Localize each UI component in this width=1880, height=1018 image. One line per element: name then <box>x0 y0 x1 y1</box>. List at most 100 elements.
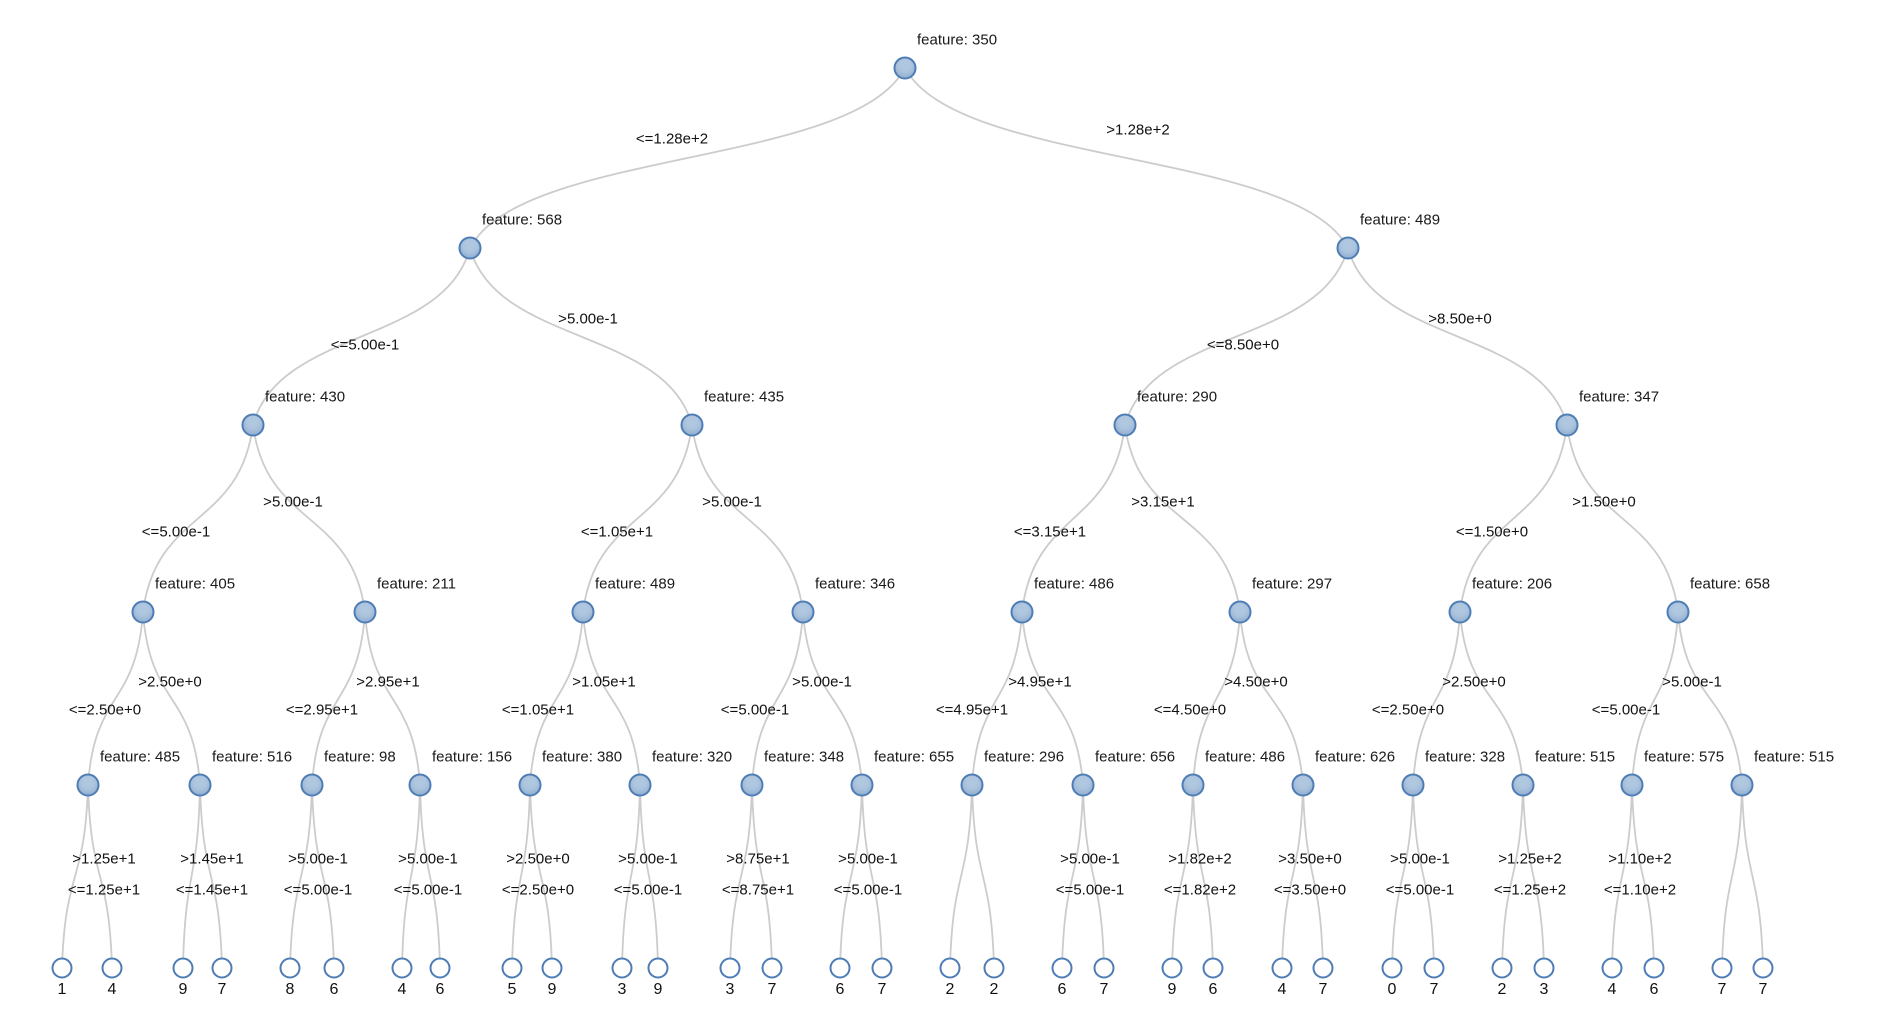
tree-leaf-17[interactable] <box>983 957 1005 979</box>
tree-node-l4-13[interactable] <box>1511 773 1535 797</box>
tree-leaf-6[interactable] <box>391 957 413 979</box>
tree-leaf-25[interactable] <box>1423 957 1445 979</box>
tree-node-l3-2[interactable] <box>571 600 595 624</box>
tree-node-l3-7[interactable] <box>1666 600 1690 624</box>
tree-node-l4-7[interactable] <box>850 773 874 797</box>
tree-leaf-7[interactable] <box>429 957 451 979</box>
tree-node-l4-11[interactable] <box>1291 773 1315 797</box>
tree-leaf-1[interactable] <box>101 957 123 979</box>
tree-node-l2-3[interactable] <box>1555 413 1579 437</box>
tree-node-l4-4[interactable] <box>518 773 542 797</box>
tree-leaf-22[interactable] <box>1271 957 1293 979</box>
tree-edge-condition-label: <=8.75e+1 <box>721 881 795 899</box>
tree-node-l3-1[interactable] <box>353 600 377 624</box>
tree-edge-condition-label: >3.50e+0 <box>1278 850 1342 868</box>
tree-edge-condition-label: <=4.50e+0 <box>1153 701 1227 719</box>
tree-node-l3-5[interactable] <box>1228 600 1252 624</box>
tree-node-l3-4[interactable] <box>1010 600 1034 624</box>
tree-leaf-13[interactable] <box>761 957 783 979</box>
tree-edge <box>61 784 89 969</box>
tree-leaf-21[interactable] <box>1202 957 1224 979</box>
tree-node-feature-label: feature: 575 <box>1644 748 1725 766</box>
tree-node-l2-2[interactable] <box>1113 413 1137 437</box>
tree-edge <box>971 784 995 969</box>
tree-leaf-19[interactable] <box>1093 957 1115 979</box>
tree-edge <box>582 424 693 613</box>
tree-leaf-23[interactable] <box>1312 957 1334 979</box>
tree-node-l2-0[interactable] <box>241 413 265 437</box>
tree-node-feature-label: feature: 405 <box>155 575 236 593</box>
tree-leaf-0[interactable] <box>51 957 73 979</box>
tree-node-l3-0[interactable] <box>131 600 155 624</box>
tree-leaf-14[interactable] <box>829 957 851 979</box>
tree-node-l4-3[interactable] <box>408 773 432 797</box>
tree-leaf-24[interactable] <box>1381 957 1403 979</box>
tree-edge-condition-label: >5.00e-1 <box>398 850 458 868</box>
tree-leaf-2[interactable] <box>172 957 194 979</box>
tree-leaf-class-label: 3 <box>725 981 735 998</box>
tree-leaf-12[interactable] <box>719 957 741 979</box>
tree-edge <box>729 784 753 969</box>
tree-node-l4-12[interactable] <box>1401 773 1425 797</box>
tree-leaf-29[interactable] <box>1643 957 1665 979</box>
tree-node-feature-label: feature: 211 <box>377 575 456 593</box>
tree-node-l3-6[interactable] <box>1448 600 1472 624</box>
tree-leaf-18[interactable] <box>1051 957 1073 979</box>
tree-edge <box>1391 784 1414 969</box>
tree-node-l4-14[interactable] <box>1620 773 1644 797</box>
tree-node-l4-10[interactable] <box>1181 773 1205 797</box>
tree-node-feature-label: feature: 320 <box>652 748 733 766</box>
tree-leaf-class-label: 9 <box>653 981 663 998</box>
tree-leaf-9[interactable] <box>541 957 563 979</box>
tree-edge-condition-label: <=1.45e+1 <box>175 881 249 899</box>
tree-node-l1-1[interactable] <box>1336 236 1360 260</box>
tree-node-l4-2[interactable] <box>300 773 324 797</box>
tree-node-l1-0[interactable] <box>458 236 482 260</box>
tree-node-l4-8[interactable] <box>960 773 984 797</box>
tree-node-l2-1[interactable] <box>680 413 704 437</box>
tree-node-l4-9[interactable] <box>1071 773 1095 797</box>
tree-node-l4-6[interactable] <box>740 773 764 797</box>
tree-leaf-15[interactable] <box>871 957 893 979</box>
tree-edge <box>802 611 863 786</box>
tree-leaf-class-label: 7 <box>1758 981 1768 998</box>
tree-edge-condition-label: <=2.50e+0 <box>501 881 575 899</box>
tree-node-l4-0[interactable] <box>76 773 100 797</box>
tree-edge <box>751 611 804 786</box>
tree-node-l4-15[interactable] <box>1730 773 1754 797</box>
tree-leaf-class-label: 8 <box>285 981 295 998</box>
tree-edge <box>364 611 421 786</box>
tree-leaf-26[interactable] <box>1491 957 1513 979</box>
tree-leaf-8[interactable] <box>501 957 523 979</box>
tree-edge <box>1302 784 1324 969</box>
tree-leaf-16[interactable] <box>939 957 961 979</box>
tree-leaf-class-label: 7 <box>1318 981 1328 998</box>
tree-edge <box>861 784 883 969</box>
tree-leaf-30[interactable] <box>1711 957 1733 979</box>
tree-leaf-28[interactable] <box>1601 957 1623 979</box>
tree-edge <box>949 784 973 969</box>
tree-leaf-class-label: 7 <box>217 981 227 998</box>
tree-node-l4-5[interactable] <box>628 773 652 797</box>
tree-edge <box>1239 611 1304 786</box>
tree-edge <box>1124 247 1349 426</box>
tree-leaf-5[interactable] <box>323 957 345 979</box>
tree-leaf-3[interactable] <box>211 957 233 979</box>
tree-leaf-31[interactable] <box>1752 957 1774 979</box>
tree-leaf-20[interactable] <box>1161 957 1183 979</box>
tree-edge <box>839 784 863 969</box>
tree-edge <box>1192 611 1241 786</box>
tree-leaf-10[interactable] <box>611 957 633 979</box>
tree-node-l4-1[interactable] <box>188 773 212 797</box>
tree-edge-condition-label: >5.00e-1 <box>1060 850 1120 868</box>
tree-edge <box>401 784 421 969</box>
tree-leaf-4[interactable] <box>279 957 301 979</box>
tree-leaf-11[interactable] <box>647 957 669 979</box>
tree-node-root-0[interactable] <box>893 56 917 80</box>
tree-leaf-27[interactable] <box>1533 957 1555 979</box>
tree-edge-condition-label: >1.05e+1 <box>572 673 636 691</box>
tree-node-l3-3[interactable] <box>791 600 815 624</box>
tree-node-feature-label: feature: 380 <box>542 748 623 766</box>
